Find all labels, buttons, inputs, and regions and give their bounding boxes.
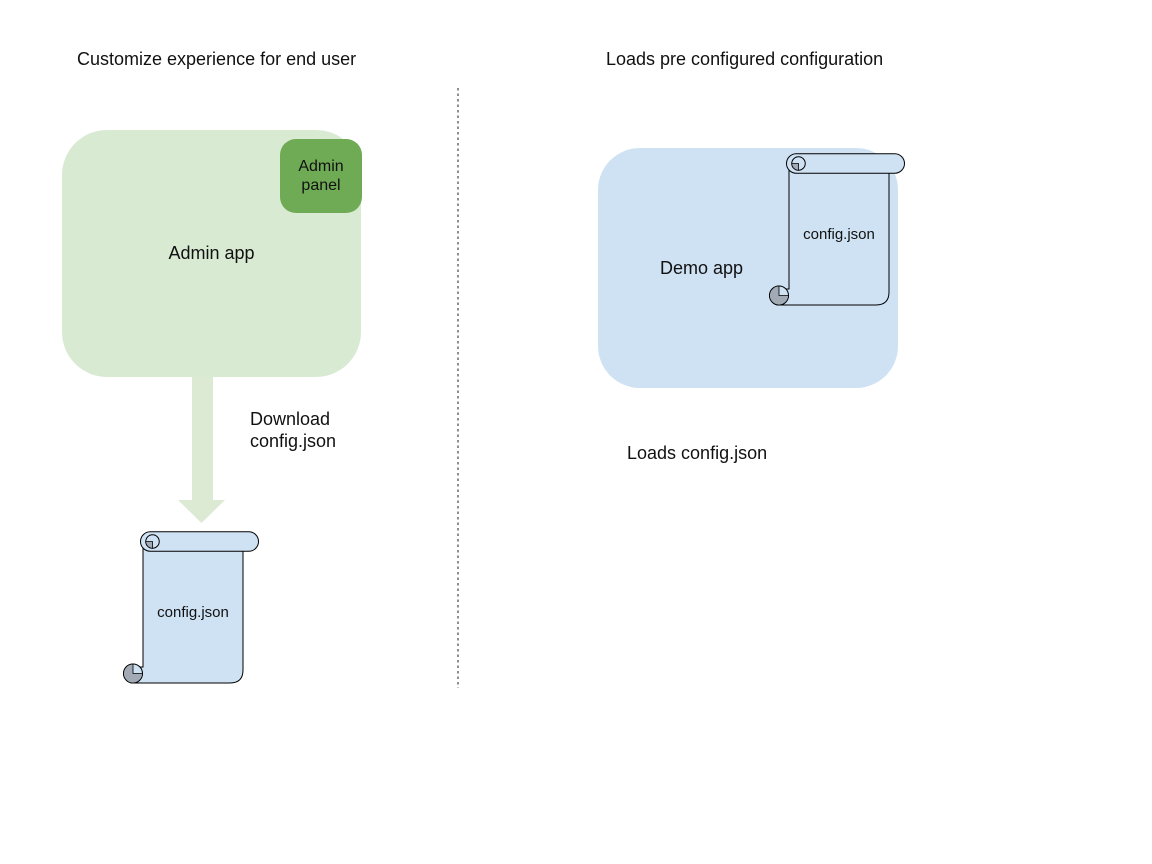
admin-app-box: Admin app Admin panel: [62, 130, 362, 377]
config-json-scroll-left: config.json: [123, 531, 259, 684]
config-json-scroll-right: config.json: [769, 153, 905, 306]
scroll-top-roll: [786, 153, 905, 174]
download-arrow-shape: [178, 377, 225, 523]
right-section-title: Loads pre configured configuration: [606, 49, 884, 69]
config-json-label-left: config.json: [157, 604, 229, 621]
admin-panel-label: Admin panel: [298, 158, 344, 194]
scroll-bottom-curl-shade: [769, 285, 789, 306]
demo-app-label: Demo app: [660, 258, 744, 278]
admin-panel-box: Admin panel: [280, 139, 362, 213]
download-arrow: [178, 377, 225, 523]
scroll-top-curl-shade: [791, 163, 799, 171]
loads-config-caption: Loads config.json: [627, 443, 768, 463]
scroll-shape-icon: [123, 531, 259, 684]
download-config-label-line1: Download: [250, 409, 331, 429]
admin-app-label: Admin app: [168, 243, 255, 263]
scroll-top-roll: [140, 531, 259, 552]
scroll-top-curl-shade: [145, 541, 153, 549]
left-section-title: Customize experience for end user: [77, 49, 357, 69]
download-config-label-line2: config.json: [250, 431, 337, 451]
config-json-label-right: config.json: [803, 226, 875, 243]
section-divider-dotted-line: [457, 88, 459, 688]
scroll-shape-icon: [769, 153, 905, 306]
scroll-bottom-curl-shade: [123, 663, 143, 684]
download-config-label: Download config.json: [250, 408, 336, 452]
